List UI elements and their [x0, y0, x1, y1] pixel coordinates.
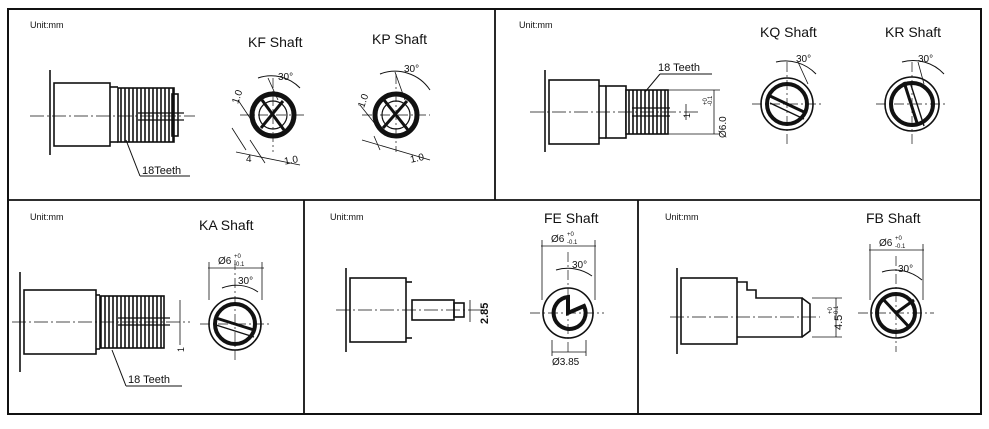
kq-side-view: [530, 70, 720, 152]
kp-angle: 30°: [404, 64, 419, 75]
fb-side-view: [670, 268, 842, 354]
shaft-title-kp: KP Shaft: [372, 31, 427, 47]
fb-end-view: [858, 244, 934, 352]
kp-slot: 1.0: [409, 152, 425, 166]
kp-gap: 1.0: [356, 92, 371, 109]
sheet-frame: [7, 8, 982, 415]
fe-angle: 30°: [572, 260, 587, 271]
unit-label: Unit:mm: [330, 212, 364, 222]
kf-end-view: [231, 75, 306, 166]
kf-width: 4: [246, 154, 252, 165]
unit-label: Unit:mm: [30, 212, 64, 222]
slot-dim: 1: [682, 113, 692, 118]
diameter-tol-down: -0.1: [895, 244, 906, 250]
panel-bottom-left: Unit:mm KA Shaft 18 Teeth 1: [12, 212, 272, 387]
bore-dim: Ø3.85: [552, 357, 580, 368]
diameter-tol-up: +0: [567, 232, 575, 238]
shaft-title-fe: FE Shaft: [544, 210, 599, 226]
diameter-tol-up: +0: [895, 236, 903, 242]
kr-angle: 30°: [918, 54, 933, 65]
flat-tol-up: +0: [828, 306, 834, 314]
diameter-dim: Ø6.0: [718, 116, 729, 138]
diameter-tol-up: +0: [703, 97, 709, 105]
shaft-title-kr: KR Shaft: [885, 24, 941, 40]
kq-angle: 30°: [796, 54, 811, 65]
panel-bottom-mid: Unit:mm FE Shaft 2.85 Ø6 +0: [330, 210, 604, 368]
diameter-tol-up: +0: [234, 254, 242, 260]
unit-label: Unit:mm: [665, 212, 699, 222]
kf-side-view: [30, 70, 195, 177]
teeth-label: 18 Teeth: [128, 374, 170, 386]
ka-angle: 30°: [238, 276, 253, 287]
shaft-title-kq: KQ Shaft: [760, 24, 817, 40]
diameter-dim: Ø6: [218, 256, 232, 267]
teeth-label: 18 Teeth: [658, 62, 700, 74]
flat-dim: 4.5: [833, 315, 845, 330]
slot-dim: 1: [176, 347, 186, 352]
panel-top-right: Unit:mm KQ Shaft KR Shaft 18 Teeth 1 Ø6.…: [519, 20, 946, 152]
kf-gap: 1.0: [230, 88, 245, 105]
shaft-title-ka: KA Shaft: [199, 217, 254, 233]
kq-end-view: [752, 60, 822, 146]
kr-end-view: [876, 60, 946, 146]
teeth-label: 18Teeth: [142, 165, 181, 177]
diameter-tol-down: -0.1: [567, 240, 578, 246]
kf-slot: 1.0: [283, 154, 299, 167]
diameter-tol-down: -0.1: [234, 262, 245, 268]
ka-side-view: [12, 272, 190, 387]
diameter-dim: Ø6: [551, 234, 565, 245]
tip-dim: 2.85: [479, 303, 491, 324]
shaft-title-kf: KF Shaft: [248, 34, 303, 50]
fe-side-view: [336, 268, 488, 352]
panel-top-left: Unit:mm KF Shaft KP Shaft 18Teeth: [30, 20, 431, 177]
flat-tol-down: -0.1: [834, 305, 840, 316]
kf-angle: 30°: [278, 72, 293, 83]
shaft-title-fb: FB Shaft: [866, 210, 921, 226]
panel-bottom-right: Unit:mm FB Shaft 4.5 +0 -0.1 Ø6: [665, 210, 934, 354]
diameter-dim: Ø6: [879, 238, 893, 249]
kp-end-view: [359, 70, 431, 161]
fb-angle: 30°: [898, 264, 913, 275]
unit-label: Unit:mm: [30, 20, 64, 30]
ka-end-view: [200, 260, 272, 360]
fe-end-view: [530, 240, 604, 356]
diameter-tol-down: -0.1: [708, 95, 714, 106]
unit-label: Unit:mm: [519, 20, 553, 30]
